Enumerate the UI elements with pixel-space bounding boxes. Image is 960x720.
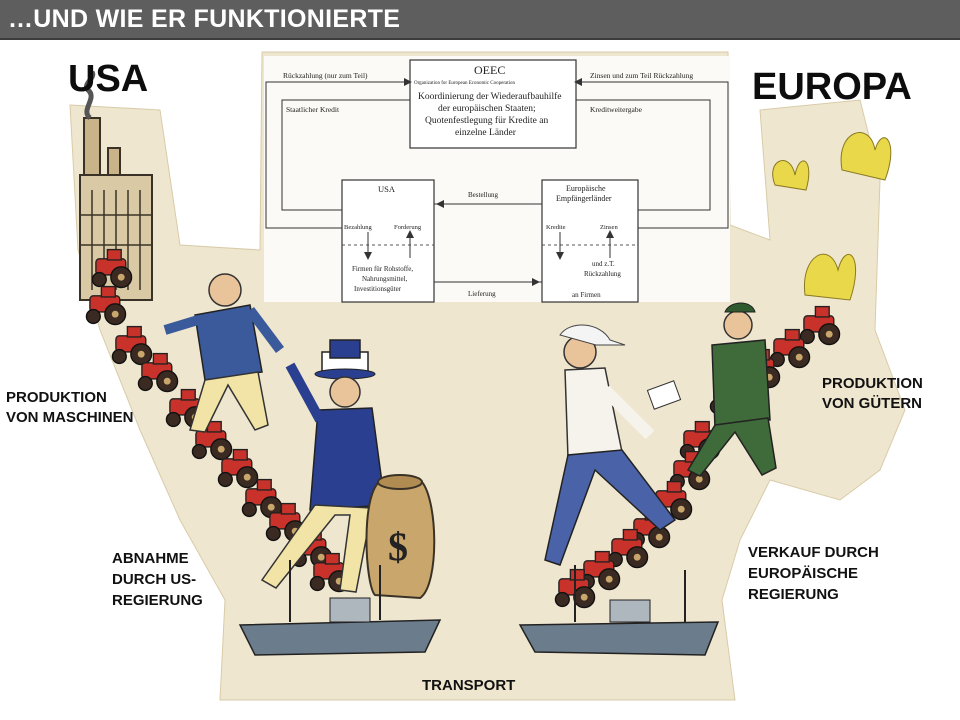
label-produktion-guetern: PRODUKTION VON GÜTERN xyxy=(822,374,923,414)
tractor-icon xyxy=(85,285,127,326)
region-europa: EUROPA xyxy=(752,66,912,108)
label-abnahme: ABNAHME DURCH US- REGIERUNG xyxy=(112,548,203,611)
label-line: VERKAUF DURCH xyxy=(748,544,879,561)
label-line: PRODUKTION xyxy=(822,375,923,392)
label-produktion-maschinen: PRODUKTION VON MASCHINEN xyxy=(6,388,134,428)
europe-box-title-2: Empfängerländer xyxy=(556,194,612,203)
europe-box-title-1: Europäische xyxy=(566,184,606,193)
usa-forderung: Forderung xyxy=(394,224,422,231)
european-worker-figure xyxy=(544,324,677,566)
usa-bezahlung: Bezahlung xyxy=(344,224,373,231)
ship-icon xyxy=(238,560,442,656)
flow-bestellung: Bestellung xyxy=(468,191,498,199)
oeec-title: OEEC xyxy=(474,63,505,77)
tractor-icon xyxy=(554,568,596,609)
tractor-icon xyxy=(137,352,179,393)
label-line: VON GÜTERN xyxy=(822,395,923,412)
money-bag-icon: $ xyxy=(365,474,436,600)
europe-repay-1: und z.T. xyxy=(592,260,615,268)
oeec-line-2: der europäischen Staaten; xyxy=(438,104,536,114)
label-line: DURCH US- xyxy=(112,571,197,588)
tractor-icon xyxy=(111,325,153,366)
flow-lieferung: Lieferung xyxy=(468,290,496,298)
tractor-icon xyxy=(191,420,233,461)
tractor-icon xyxy=(91,248,133,289)
svg-text:$: $ xyxy=(388,524,408,569)
oeec-line-3: Quotenfestlegung für Kredite an xyxy=(425,115,548,126)
arrow-label-zinsen-rueckzahlung: Zinsen und zum Teil Rückzahlung xyxy=(590,71,693,80)
label-line: ABNAHME xyxy=(112,550,189,567)
american-worker-figure xyxy=(163,273,284,433)
europe-zinsen: Zinsen xyxy=(600,224,618,231)
tractor-icon xyxy=(309,552,351,593)
label-line: EUROPÄISCHE xyxy=(748,565,859,582)
label-transport: TRANSPORT xyxy=(422,677,516,694)
europe-kredite: Kredite xyxy=(546,224,566,231)
tractor-icon xyxy=(579,550,621,591)
arrow-label-rueckzahlung: Rückzahlung (nur zum Teil) xyxy=(283,71,368,80)
europe-repay-2: Rückzahlung xyxy=(584,270,621,278)
title-bar: …UND WIE ER FUNKTIONIERTE xyxy=(0,0,960,40)
ship-icon xyxy=(518,565,720,656)
oeec-subtitle: Organization for European Economic Coope… xyxy=(414,81,515,86)
label-line: REGIERUNG xyxy=(748,586,839,603)
usa-firms-2: Nahrungsmittel, xyxy=(362,275,408,283)
label-line: PRODUKTION xyxy=(6,389,107,406)
europe-firms: an Firmen xyxy=(572,291,601,299)
label-verkauf: VERKAUF DURCH EUROPÄISCHE REGIERUNG xyxy=(748,542,879,605)
usa-firms-3: Investitionsgüter xyxy=(354,285,402,293)
flow-diagram: Rückzahlung (nur zum Teil) Staatlicher K… xyxy=(264,56,730,303)
oeec-line-1: Koordinierung der Wiederaufbauhilfe xyxy=(418,91,561,102)
label-line: VON MASCHINEN xyxy=(6,409,134,426)
region-usa: USA xyxy=(68,58,149,100)
tractor-icon xyxy=(799,305,841,346)
tractor-icon xyxy=(217,448,259,489)
usa-firms-1: Firmen für Rohstoffe, xyxy=(352,265,413,273)
usa-box-title: USA xyxy=(378,184,396,194)
arrow-label-kreditweitergabe: Kreditweitergabe xyxy=(590,105,643,114)
arrow-label-staatlicher-kredit: Staatlicher Kredit xyxy=(286,105,340,114)
wheat-icon xyxy=(772,132,892,301)
farmer-figure xyxy=(646,302,777,477)
label-line: REGIERUNG xyxy=(112,592,203,609)
slide-title: …UND WIE ER FUNKTIONIERTE xyxy=(8,5,401,33)
oeec-line-4: einzelne Länder xyxy=(455,128,517,138)
tractor-chain-usa xyxy=(85,248,351,593)
